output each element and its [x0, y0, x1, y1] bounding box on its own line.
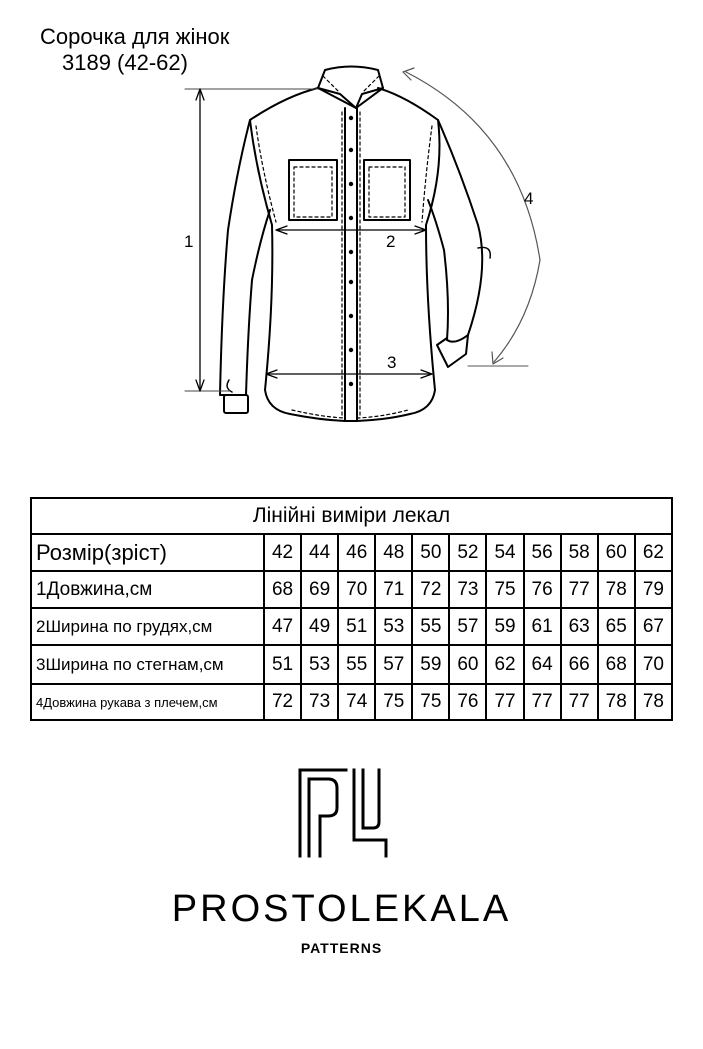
value-cell: 53	[374, 607, 414, 646]
value-cell: 51	[337, 607, 377, 646]
measurements-table: Лінійні виміри лекал Розмір(зріст) 42 44…	[30, 497, 674, 721]
brand-tagline: PATTERNS	[300, 940, 383, 956]
model-number: 3189 (42-62)	[62, 50, 188, 75]
pl-monogram-icon	[298, 768, 388, 858]
value-cell: 68	[596, 644, 636, 685]
size-cell: 54	[485, 533, 525, 572]
value-cell: 73	[448, 570, 488, 609]
value-cell: 77	[559, 683, 599, 721]
row-label: 4Довжина рукава з плечем,см	[30, 683, 265, 721]
table-row: 2Ширина по грудях,см 47 49 51 53 55 57 5…	[30, 607, 674, 646]
document-title: Сорочка для жінок	[40, 24, 230, 49]
measurement-lines	[184, 67, 541, 392]
size-cell: 58	[559, 533, 599, 572]
shirt-outline-icon	[219, 65, 491, 422]
value-cell: 65	[596, 607, 636, 646]
value-cell: 74	[337, 683, 377, 721]
measure-label-3: 3	[387, 353, 396, 372]
measure-label-2: 2	[386, 232, 395, 251]
value-cell: 75	[485, 570, 525, 609]
value-cell: 71	[374, 570, 414, 609]
size-cell: 44	[300, 533, 340, 572]
value-cell: 59	[485, 607, 525, 646]
value-cell: 79	[633, 570, 674, 609]
value-cell: 78	[633, 683, 674, 721]
size-cell: 56	[522, 533, 562, 572]
size-cell: 62	[633, 533, 674, 572]
value-cell: 55	[337, 644, 377, 685]
value-cell: 67	[633, 607, 674, 646]
value-cell: 47	[262, 607, 303, 646]
size-cell: 60	[596, 533, 636, 572]
value-cell: 75	[411, 683, 451, 721]
value-cell: 69	[300, 570, 340, 609]
table-row: 1Довжина,см 68 69 70 71 72 73 75 76 77 7…	[30, 570, 674, 609]
value-cell: 76	[522, 570, 562, 609]
table-row: 3Ширина по стегнам,см 51 53 55 57 59 60 …	[30, 644, 674, 685]
value-cell: 70	[337, 570, 377, 609]
value-cell: 75	[374, 683, 414, 721]
value-cell: 60	[448, 644, 488, 685]
value-cell: 57	[374, 644, 414, 685]
value-cell: 77	[485, 683, 525, 721]
brand-name: PROSTOLEKALA	[171, 888, 512, 930]
measure-label-1: 1	[184, 232, 193, 251]
value-cell: 78	[596, 683, 636, 721]
value-cell: 78	[596, 570, 636, 609]
measure-label-4: 4	[524, 189, 533, 208]
table-heading: Лінійні виміри лекал	[30, 497, 673, 535]
value-cell: 70	[633, 644, 674, 685]
value-cell: 61	[522, 607, 562, 646]
value-cell: 55	[411, 607, 451, 646]
size-cell: 42	[262, 533, 303, 572]
row-label: 1Довжина,см	[30, 570, 265, 609]
size-label: Розмір(зріст)	[30, 533, 265, 572]
row-label: 2Ширина по грудях,см	[30, 607, 265, 646]
value-cell: 57	[448, 607, 488, 646]
value-cell: 72	[411, 570, 451, 609]
value-cell: 49	[300, 607, 340, 646]
row-label: 3Ширина по стегнам,см	[30, 644, 265, 685]
table-row: Розмір(зріст) 42 44 46 48 50 52 54 56 58…	[30, 533, 674, 572]
size-cell: 50	[411, 533, 451, 572]
value-cell: 53	[300, 644, 340, 685]
value-cell: 62	[485, 644, 525, 685]
size-cell: 48	[374, 533, 414, 572]
value-cell: 64	[522, 644, 562, 685]
value-cell: 72	[262, 683, 303, 721]
value-cell: 77	[559, 570, 599, 609]
size-cell: 52	[448, 533, 488, 572]
value-cell: 63	[559, 607, 599, 646]
value-cell: 73	[300, 683, 340, 721]
size-cell: 46	[337, 533, 377, 572]
value-cell: 66	[559, 644, 599, 685]
value-cell: 68	[262, 570, 303, 609]
value-cell: 77	[522, 683, 562, 721]
value-cell: 59	[411, 644, 451, 685]
value-cell: 51	[262, 644, 303, 685]
shirt-sketch: 1 2 3 4	[184, 65, 541, 422]
value-cell: 76	[448, 683, 488, 721]
table-row: 4Довжина рукава з плечем,см 72 73 74 75 …	[30, 683, 674, 721]
